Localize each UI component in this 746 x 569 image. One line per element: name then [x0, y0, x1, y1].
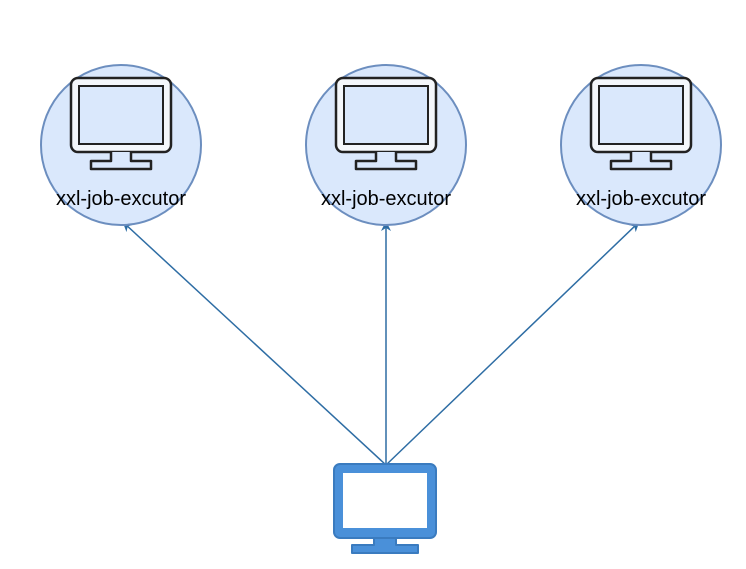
- connections: [122, 221, 640, 466]
- executor-node-1[interactable]: xxl-job-excutor: [40, 64, 202, 226]
- monitor-icon: [334, 76, 438, 171]
- scheduler-node[interactable]: [333, 463, 437, 554]
- executor-label: xxl-job-excutor: [56, 188, 186, 210]
- monitor-icon: [333, 463, 437, 554]
- executor-label: xxl-job-excutor: [321, 188, 451, 210]
- executor-label: xxl-job-excutor: [576, 188, 706, 210]
- executor-node-3[interactable]: xxl-job-excutor: [560, 64, 722, 226]
- arrow-to-executor-1: [122, 221, 387, 466]
- monitor-icon: [589, 76, 693, 171]
- monitor-icon: [69, 76, 173, 171]
- executor-node-2[interactable]: xxl-job-excutor: [305, 64, 467, 226]
- arrow-to-executor-3: [385, 221, 640, 466]
